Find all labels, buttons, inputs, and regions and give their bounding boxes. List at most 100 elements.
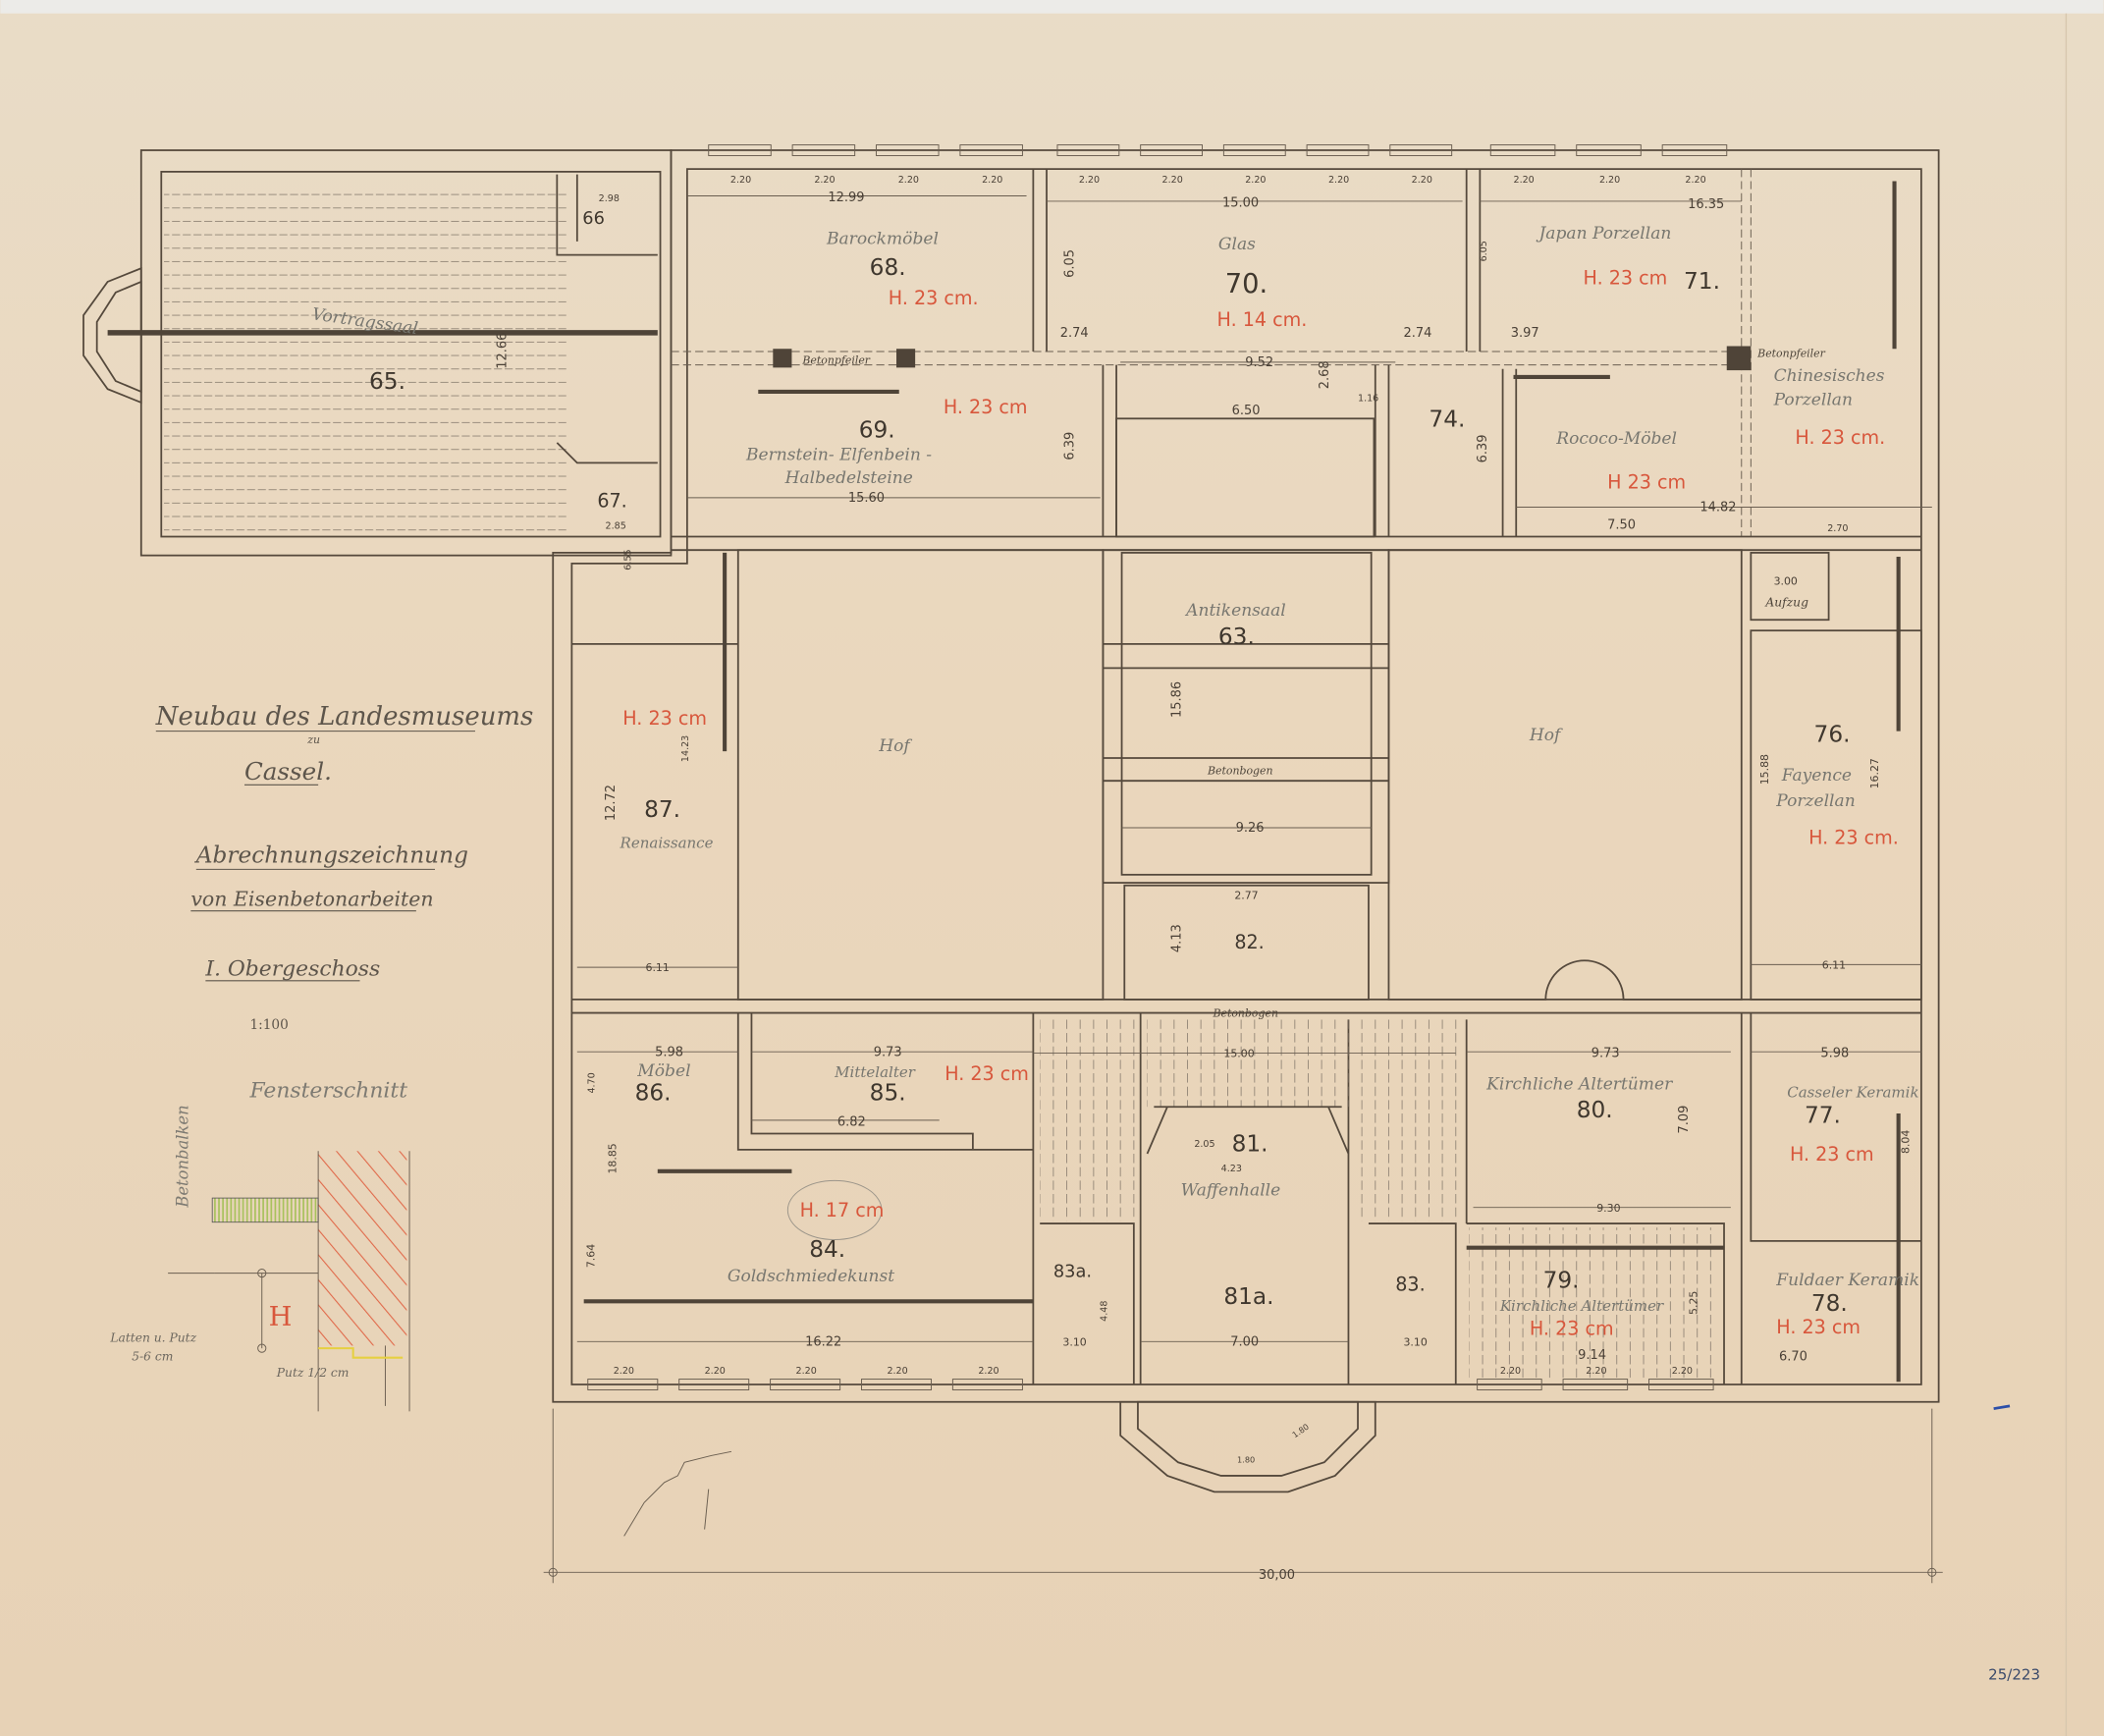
window-opening [1477, 1379, 1542, 1390]
window-width-label: 2.20 [614, 1366, 634, 1377]
window-width-label: 2.20 [978, 1366, 998, 1377]
slab-thickness: H. 23 cm. [1795, 426, 1885, 449]
scale-label: 1:100 [249, 1017, 288, 1033]
room-number: 87. [644, 796, 680, 823]
window-openings: 2.20 2.20 2.20 2.20 2.20 2.20 2.20 2.20 2.20 2.20… [587, 144, 1728, 1390]
dimension-label: 2.77 [1234, 889, 1258, 901]
room-number: 76. [1814, 722, 1851, 748]
room-number: 86. [635, 1079, 672, 1106]
window-opening [791, 144, 856, 156]
dimension-label: 9.73 [874, 1045, 902, 1059]
room-number: 84. [809, 1236, 845, 1263]
dimension-label: 6.50 [1232, 404, 1261, 418]
room-name: Antikensaal [1184, 601, 1286, 621]
apse-bottom [1119, 1400, 1376, 1493]
concrete-pier [1726, 346, 1752, 371]
dimension-label: 12.66 [495, 333, 510, 369]
title-line-1: Neubau des Landesmuseums [155, 702, 534, 732]
dimension-label: 15.00 [1223, 1048, 1254, 1060]
window-opening [1222, 144, 1286, 156]
dimension-label: 6.82 [837, 1114, 866, 1129]
dimension-label: 2.98 [599, 193, 620, 204]
height-mark: H [269, 1302, 293, 1332]
slab-thickness: H. 23 cm [944, 396, 1028, 418]
dimension-label: 9.26 [1236, 821, 1265, 836]
room-name: Glas [1218, 235, 1256, 254]
dimension-label: 6.11 [1822, 958, 1846, 971]
window-opening [1389, 144, 1453, 156]
slab-thickness: H. 23 cm [622, 707, 707, 730]
dimension-label: 8.04 [1900, 1130, 1913, 1154]
lift-dimension: 3.00 [1774, 575, 1798, 588]
room-name: Chinesisches [1774, 366, 1885, 386]
room-name: Mittelalter [834, 1063, 916, 1081]
window-opening [587, 1379, 659, 1390]
room-labels: Vortragssaal 65. 66 67. 2.85 Barockmöbel… [311, 209, 1919, 1339]
room-name: Japan Porzellan [1536, 224, 1671, 244]
room-number: 70. [1225, 269, 1268, 299]
window-width-label: 2.20 [1245, 175, 1266, 186]
window-opening [1140, 144, 1204, 156]
arch-label: Betonbogen [1207, 764, 1273, 777]
left-courtyard-outline [736, 549, 1105, 1001]
slab-thickness: H. 23 cm. [1808, 826, 1899, 848]
window-width-label: 2.20 [1586, 1366, 1606, 1377]
room-name: Waffenhalle [1181, 1180, 1281, 1200]
window-width-label: 2.20 [796, 1366, 817, 1377]
dimension-label: 2.85 [606, 520, 626, 531]
title-line-zu: zu [306, 733, 320, 746]
room-name: Fayence [1781, 766, 1852, 786]
dimension-label: 15.86 [1170, 681, 1185, 718]
room-number: 69. [859, 416, 895, 443]
window-opening [1306, 144, 1370, 156]
room-name: Kirchliche Altertümer [1485, 1074, 1673, 1094]
dimension-label: 4.48 [1100, 1301, 1110, 1322]
pier-label: Betonpfeiler [1756, 347, 1825, 359]
window-width-label: 2.20 [1162, 175, 1183, 186]
window-width-label: 2.20 [730, 175, 751, 186]
lift-label: Aufzug [1764, 596, 1808, 610]
dimension-label: 7.64 [585, 1244, 598, 1268]
room-number: 68. [870, 254, 906, 281]
structural-annotations: Betonpfeiler Betonpfeiler Betonbogen Bet… [801, 347, 1825, 1019]
dimension-label: 16.22 [805, 1334, 841, 1349]
room-number: 83a. [1053, 1263, 1092, 1282]
window-opening [861, 1379, 933, 1390]
pier-label: Betonpfeiler [801, 353, 870, 366]
slab-thickness: H. 23 cm. [889, 287, 979, 309]
title-block: Neubau des Landesmuseums zu Cassel. Abre… [155, 702, 534, 1033]
window-width-label: 2.20 [1079, 175, 1100, 186]
concrete-pier [773, 349, 792, 368]
dimension-label: 6.39 [1062, 432, 1077, 461]
window-width-label: 2.20 [1685, 175, 1705, 186]
room-number: 71. [1684, 268, 1720, 295]
window-width-label: 2.20 [1328, 175, 1349, 186]
room-name: Bernstein- Elfenbein - [745, 446, 932, 465]
room-number: 63. [1218, 624, 1255, 650]
window-width-label: 2.20 [1514, 175, 1535, 186]
dimension-label: 2.68 [1318, 360, 1332, 389]
room-name: Renaissance [620, 835, 714, 852]
dimension-label: 14.23 [680, 735, 691, 762]
lecture-hall-wing [82, 149, 673, 557]
window-width-label: 2.20 [1500, 1366, 1521, 1377]
courtyard-label: Hof [1529, 726, 1563, 745]
room-number: 74. [1429, 406, 1465, 432]
blue-mark [1993, 1404, 2011, 1410]
window-width-label: 2.20 [705, 1366, 726, 1377]
dimension-label: 9.52 [1245, 355, 1273, 370]
lath-label: Latten u. Putz [109, 1330, 196, 1344]
window-opening [951, 1379, 1023, 1390]
courtyard-label: Hof [878, 736, 912, 756]
window-width-label: 2.20 [1599, 175, 1620, 186]
room-name: Porzellan [1773, 391, 1853, 410]
window-width-label: 2.20 [1672, 1366, 1693, 1377]
window-width-label: 2.20 [887, 1366, 907, 1377]
dimension-label: 4.70 [587, 1072, 598, 1093]
room-name: Halbedelsteine [784, 468, 913, 488]
dimension-label: 6.70 [1779, 1349, 1807, 1364]
window-opening [1056, 144, 1120, 156]
slab-thickness: H. 23 cm [1530, 1317, 1614, 1339]
